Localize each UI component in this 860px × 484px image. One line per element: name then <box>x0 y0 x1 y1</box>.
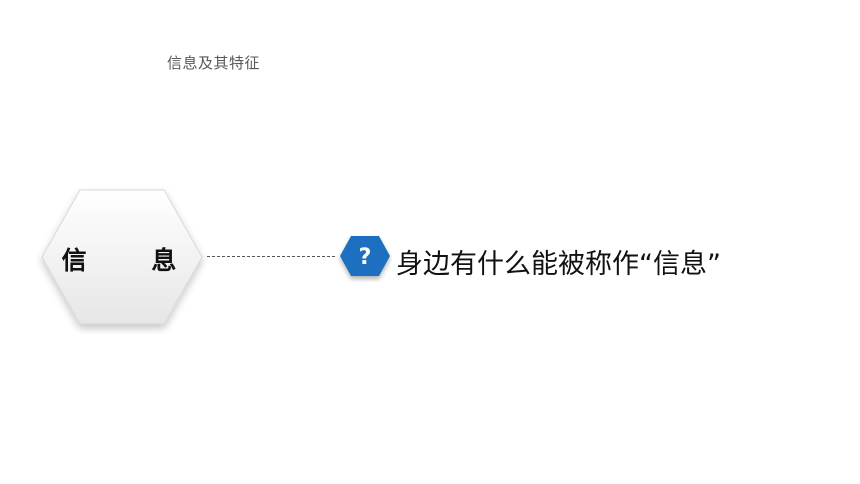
concept-label: 信 息 <box>61 246 205 275</box>
question-mark: ? <box>358 244 372 270</box>
question-hexagon-icon <box>338 234 392 282</box>
dashed-connector <box>207 256 335 257</box>
hexagon-shape <box>36 184 208 334</box>
slide-title: 信息及其特征 <box>167 54 261 72</box>
question-text: 身边有什么能被称作“信息” <box>396 249 721 280</box>
